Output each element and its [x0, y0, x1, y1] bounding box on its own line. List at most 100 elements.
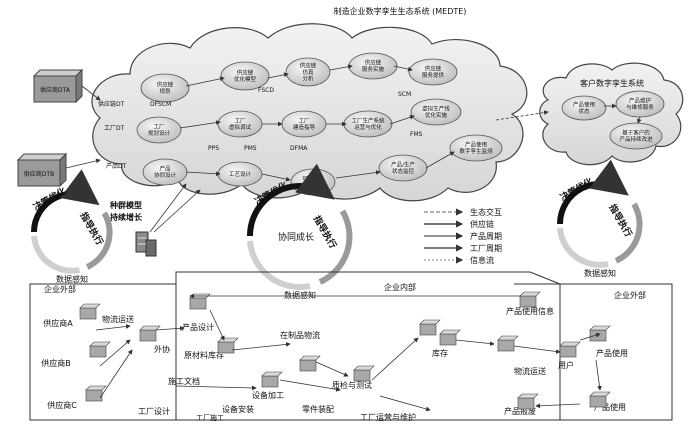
node-n7-text-line-1: 工厂: [234, 118, 246, 125]
supplier-dt-boxes: 供应商DTA 供应商DTB: [16, 68, 101, 188]
bottom-outsourcing: 外协: [154, 344, 170, 354]
customer-node-2-text-line-2: 与维修服务: [626, 103, 654, 111]
legend-label-3: 产品周期: [470, 231, 502, 241]
bottom-arrow-11: [175, 385, 257, 391]
population-growth-line2: 持续增长: [110, 212, 143, 222]
population-growth: 种群模型 持续增长: [109, 183, 201, 257]
cycle-left-guide: 指导执行: [77, 210, 105, 247]
bottom-logistics-left: 物流运送: [102, 314, 134, 324]
scene-icon-4: [139, 325, 161, 342]
bottom-product-use-1: 产品使用: [596, 348, 628, 358]
legend-label-1: 生态交互: [470, 207, 502, 217]
scene-icon-7: [261, 371, 283, 388]
cloud-arrows: [179, 64, 549, 182]
scene-icon-13: [519, 291, 541, 308]
node-n5-text-line-1: 供应链: [425, 65, 442, 73]
bottom-arrow-14: [513, 345, 561, 354]
population-growth-line1: 种群模型: [109, 200, 142, 210]
cycle-right-guide: 指导执行: [606, 202, 634, 239]
label-scm: SCM: [398, 91, 411, 98]
bottom-supplier-c: 供应商C: [47, 400, 77, 410]
node-n14-text-line-1: 产品/生产: [391, 161, 415, 169]
label-fms: FMS: [410, 131, 423, 138]
bottom-arrow-6: [231, 342, 291, 351]
cycle-right-decision: 决策优化: [558, 175, 595, 203]
node-n11-text-line-2: 协同设计: [154, 171, 177, 179]
supplier-dta-label: 供应商DTA: [40, 86, 71, 94]
bottom-factory-construction: 工厂施工: [196, 413, 224, 422]
bottom-arrow-5: [209, 309, 225, 341]
node-n10-text-line-1: 虚拟生产线: [422, 105, 450, 113]
bottom-arrow-1: [95, 324, 131, 331]
legend-label-2: 供应链: [470, 219, 494, 229]
node-n1-text-line-2: 规划: [159, 87, 170, 95]
scene-icon-1: [79, 303, 101, 320]
customer-cloud: 客户数字孪生系统: [539, 62, 684, 166]
node-n2-text-line-2: 优化模型: [234, 75, 257, 83]
node-n14-text-line-2: 状态监控: [392, 167, 415, 175]
scene-icon-8: [299, 355, 321, 372]
bottom-arrow-16: [595, 359, 602, 391]
cloud-edge-labels: 供应链DT 工厂DT 产品DT DFSCM FSCD SCM PPS PMS D…: [98, 87, 423, 170]
customer-cloud-title: 客户数字孪生系统: [580, 78, 644, 88]
scene-icon-17: [517, 393, 539, 410]
node-n5-text-line-2: 服务提供: [422, 71, 445, 79]
legend-label-5: 信息流: [470, 255, 494, 265]
customer-node-3-text-line-1: 基于客户的: [622, 129, 650, 137]
bottom-arrow-15: [579, 332, 601, 341]
node-n3-text-line-3: 分析: [302, 74, 314, 82]
node-n13-text-line-1: 可制造性: [302, 175, 325, 183]
server-icon: [135, 231, 157, 257]
customer-node-2-text-line-1: 产品维护: [629, 97, 652, 105]
label-product-dt: 产品DT: [106, 162, 127, 170]
scene-icon-12: [497, 335, 519, 352]
node-n3-text-line-1: 供应链: [300, 61, 317, 69]
scene-icon-10: [419, 319, 441, 336]
label-dfscm: DFSCM: [150, 101, 171, 108]
bottom-supplier-a: 供应商A: [43, 318, 73, 328]
bottom-product-use-2: 产品使用: [594, 402, 626, 412]
bottom-arrow-4: [155, 325, 185, 331]
scene-icon-14: [559, 341, 581, 358]
scene-icon-11: [439, 329, 461, 346]
bottom-arrow-12: [279, 379, 341, 392]
bottom-parts-assembly: 零件装配: [302, 404, 334, 414]
bottom-arrow-13: [379, 395, 431, 412]
cycle-center-guide: 指导执行: [311, 213, 339, 250]
bottom-arrow-2: [99, 339, 131, 367]
bottom-right-outside: 企业外部: [614, 290, 646, 300]
node-n7-text-line-2: 虚拟调试: [229, 123, 252, 131]
bottom-inventory: 库存: [432, 348, 448, 358]
legend-label-4: 工厂周期: [470, 244, 502, 253]
bottom-equipment-install: 设备安装: [222, 404, 254, 414]
node-n15-text-line-2: 数字孪生监测: [459, 147, 493, 155]
node-n9-text-line-2: 运营与优化: [354, 123, 382, 131]
customer-node-3-text-line-2: 产品持续改进: [619, 135, 653, 143]
label-dfma: DFMA: [290, 145, 308, 152]
bottom-user: 用户: [558, 360, 574, 370]
label-pms: PMS: [244, 145, 257, 152]
cycle-center-middle: 协同成长: [278, 231, 314, 243]
label-factory-dt: 工厂DT: [104, 125, 125, 132]
node-n12-text-line-1: 工艺设计: [229, 170, 252, 178]
bottom-enterprise-inside: 企业内部: [384, 282, 416, 292]
bottom-factory-design: 工厂设计: [138, 406, 170, 416]
scene-icon-6: [217, 337, 239, 354]
bottom-arrow-17: [535, 403, 581, 409]
bottom-enterprise-outside: 企业外部: [44, 284, 76, 294]
node-n11-text-line-1: 产品: [159, 165, 171, 173]
customer-node-1-text-line-1: 产品使用: [573, 101, 595, 109]
node-n10-text-line-2: 优化实施: [425, 111, 448, 119]
